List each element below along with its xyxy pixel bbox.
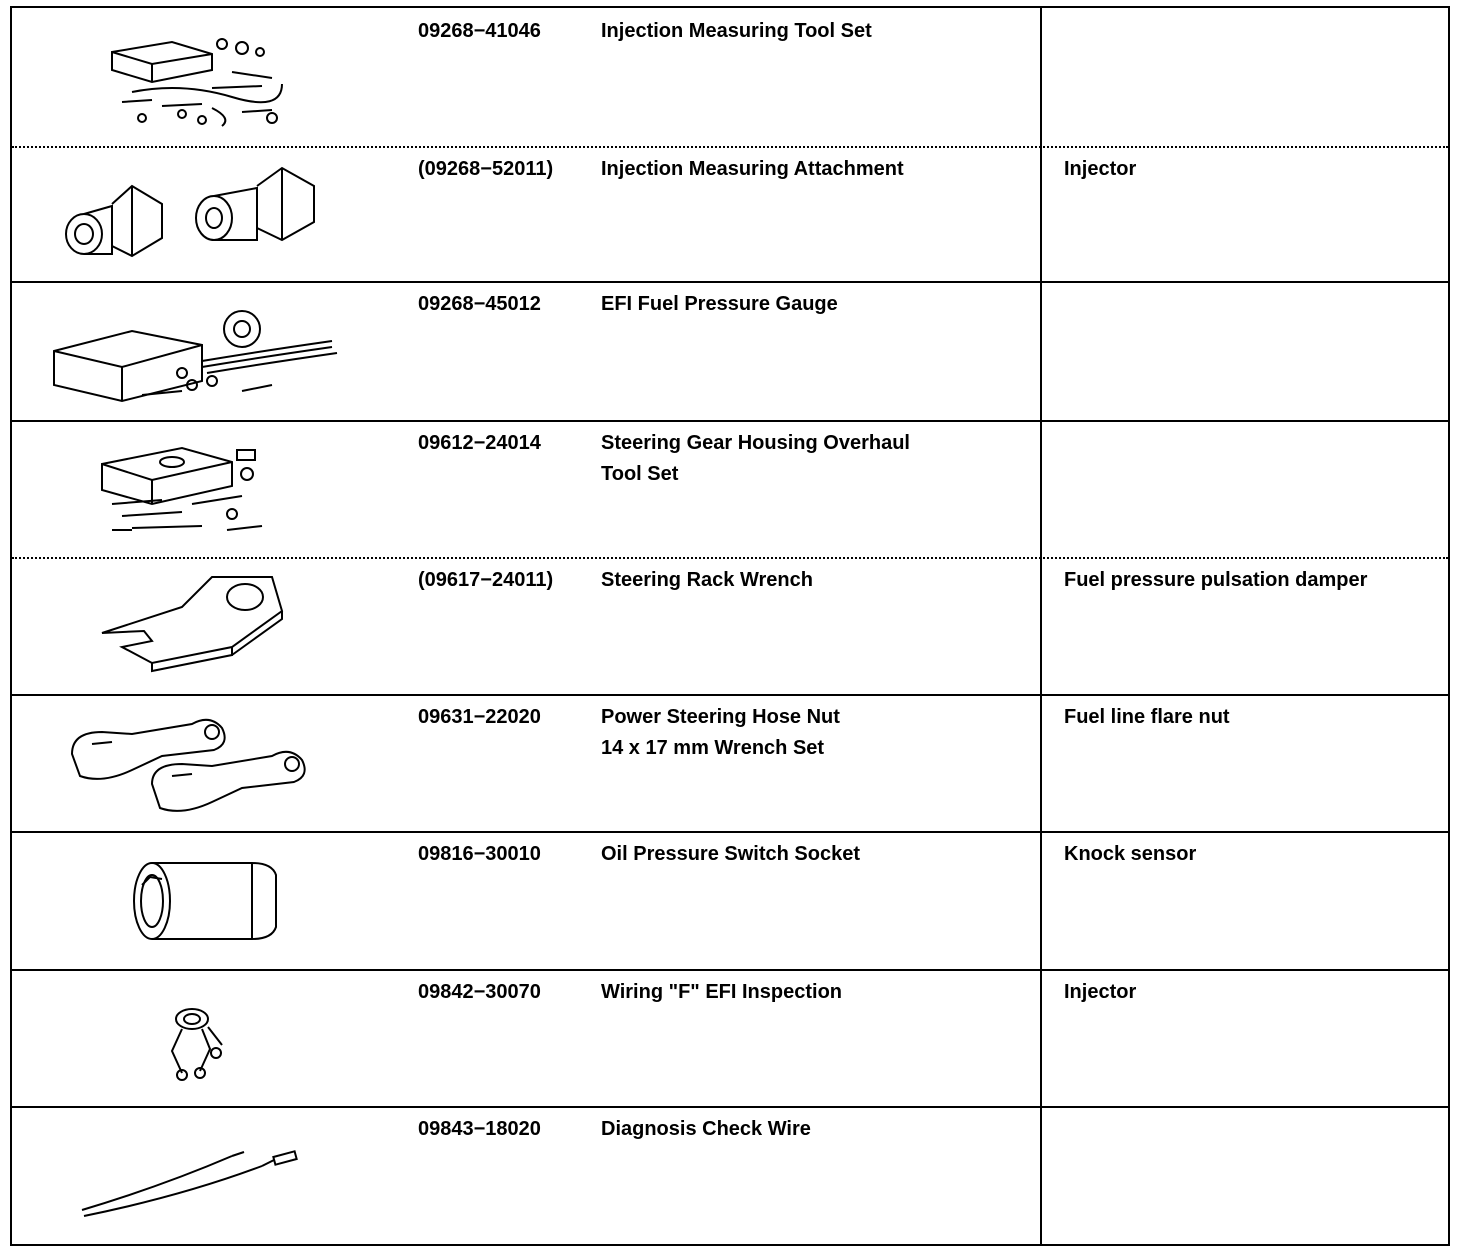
row-separator xyxy=(12,694,1448,696)
tool-name: Oil Pressure Switch Socket xyxy=(601,843,860,865)
row-separator xyxy=(12,281,1448,283)
row-separator xyxy=(12,420,1448,422)
application-note: Knock sensor xyxy=(1064,843,1197,865)
tool-name: Injection Measuring Attachment xyxy=(601,158,904,180)
application-note: Injector xyxy=(1064,158,1137,180)
tool-name: Diagnosis Check Wire xyxy=(601,1118,811,1140)
row-separator xyxy=(12,146,1448,148)
tool-set-illustration xyxy=(32,22,412,132)
column-divider xyxy=(1040,8,1042,1244)
tool-name: EFI Fuel Pressure Gauge xyxy=(601,293,838,315)
part-number: (09617−24011) xyxy=(418,569,554,591)
part-number: (09268−52011) xyxy=(418,158,554,180)
part-number: 09612−24014 xyxy=(418,432,541,454)
rack-wrench-illustration xyxy=(32,567,412,685)
tool-name: Steering Gear Housing Overhaul Tool Set xyxy=(601,432,910,485)
table-row: 09631−22020 Power Steering Hose Nut 14 x… xyxy=(12,694,1448,831)
table-row: (09268−52011) Injection Measuring Attach… xyxy=(12,146,1448,281)
tool-name: Power Steering Hose Nut 14 x 17 mm Wrenc… xyxy=(601,706,840,759)
wiring-illustration xyxy=(32,989,412,1089)
special-service-tools-table: 09268−41046 Injection Measuring Tool Set… xyxy=(10,6,1450,1246)
gauge-illustration xyxy=(32,301,412,411)
table-row: 09268−45012 EFI Fuel Pressure Gauge xyxy=(12,281,1448,420)
tool-name: Wiring "F" EFI Inspection xyxy=(601,981,843,1003)
part-number: 09842−30070 xyxy=(418,981,541,1003)
table-row: 09268−41046 Injection Measuring Tool Set xyxy=(12,8,1448,146)
tool-name: Steering Rack Wrench xyxy=(601,569,813,591)
row-separator xyxy=(12,831,1448,833)
attachment-illustration xyxy=(32,156,412,276)
table-row: 09842−30070 Wiring "F" EFI Inspection In… xyxy=(12,969,1448,1106)
row-separator xyxy=(12,1106,1448,1108)
housing-tool-set-illustration xyxy=(32,434,412,546)
part-number: 09631−22020 xyxy=(418,706,541,728)
table-row: 09843−18020 Diagnosis Check Wire xyxy=(12,1106,1448,1248)
part-number: 09268−41046 xyxy=(418,20,541,42)
wrench-set-illustration xyxy=(32,704,412,822)
table-row: 09816−30010 Oil Pressure Switch Socket K… xyxy=(12,831,1448,969)
part-number: 09816−30010 xyxy=(418,843,541,865)
row-separator xyxy=(12,969,1448,971)
table-row: (09617−24011) Steering Rack Wrench Fuel … xyxy=(12,557,1448,694)
socket-illustration xyxy=(32,855,412,947)
application-note: Fuel pressure pulsation damper xyxy=(1064,569,1368,591)
check-wire-illustration xyxy=(32,1126,412,1226)
tool-name: Injection Measuring Tool Set xyxy=(601,20,872,42)
part-number: 09843−18020 xyxy=(418,1118,541,1140)
row-separator xyxy=(12,557,1448,559)
application-note: Injector xyxy=(1064,981,1137,1003)
table-row: 09612−24014 Steering Gear Housing Overha… xyxy=(12,420,1448,557)
part-number: 09268−45012 xyxy=(418,293,541,315)
application-note: Fuel line flare nut xyxy=(1064,706,1230,728)
